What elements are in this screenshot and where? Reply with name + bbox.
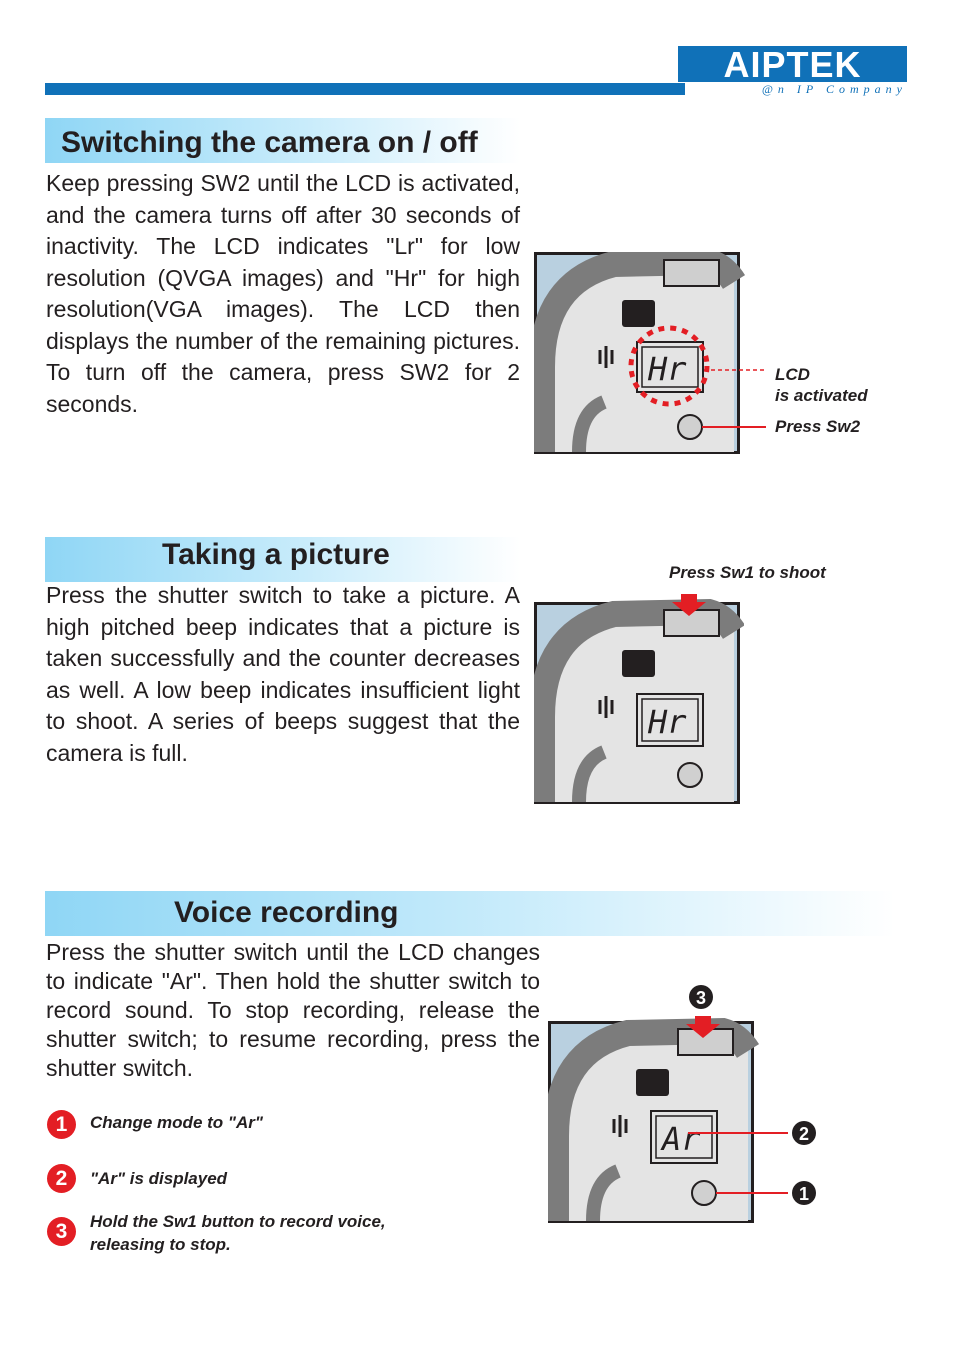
viewfinder-icon	[636, 1069, 669, 1096]
step-1-label: Change mode to "Ar"	[90, 1113, 263, 1132]
callout-lcd: LCD	[775, 365, 810, 384]
callout-press-sw2: Press Sw2	[775, 417, 861, 436]
sw2-button	[677, 762, 703, 788]
sw2-button	[677, 414, 703, 440]
speaker-icon	[612, 1115, 628, 1137]
section-title-voice: Voice recording	[174, 896, 399, 929]
lcd-readout: Ar	[660, 1120, 701, 1158]
step-2-badge: 2	[47, 1164, 76, 1193]
section-body-taking: Press the shutter switch to take a pictu…	[46, 582, 520, 766]
step-3-label: Hold the Sw1 button to record voice,	[90, 1212, 386, 1231]
section-title-switching: Switching the camera on / off	[61, 126, 478, 159]
lcd-highlight-ring	[628, 325, 710, 407]
speaker-icon	[598, 696, 614, 718]
lcd-readout: Hr	[647, 350, 687, 388]
section-body-voice: Press the shutter switch until the LCD c…	[46, 939, 540, 1081]
step-3-badge: 3	[47, 1217, 76, 1246]
section-body-switching: Keep pressing SW2 until the LCD is activ…	[46, 170, 520, 417]
viewfinder-icon	[622, 650, 655, 677]
viewfinder-icon	[622, 300, 655, 327]
logo-tagline: @n IP Company	[761, 82, 907, 96]
section-band-voice	[45, 891, 895, 936]
callout-lcd-activated: is activated	[775, 386, 868, 405]
header-bar	[45, 83, 685, 95]
step-2-label: "Ar" is displayed	[90, 1169, 228, 1188]
camera-figure-voice: 3 Ar 2 1	[548, 985, 816, 1223]
marker-3-top: 3	[696, 988, 706, 1008]
marker-1-button: 1	[799, 1184, 809, 1204]
speaker-icon	[598, 346, 614, 368]
step-3-label-continued: releasing to stop.	[90, 1235, 231, 1254]
logo-wordmark: AIPTEK	[678, 46, 907, 84]
sw2-button	[691, 1180, 717, 1206]
marker-2-lcd: 2	[799, 1124, 809, 1144]
lcd-readout: Hr	[647, 703, 687, 741]
section-title-taking: Taking a picture	[162, 538, 390, 571]
callout-press-sw1: Press Sw1 to shoot	[669, 563, 826, 582]
shutter-arrow-icon	[686, 1016, 720, 1038]
section-band-taking	[45, 537, 520, 582]
camera-figure-taking: Hr	[534, 594, 744, 804]
camera-figure-switching: Hr	[534, 252, 766, 454]
shutter-arrow-icon	[672, 594, 706, 616]
section-band-switching	[45, 118, 520, 163]
step-1-badge: 1	[47, 1110, 76, 1139]
aiptek-logo: AIPTEK @n IP Company	[678, 46, 907, 96]
